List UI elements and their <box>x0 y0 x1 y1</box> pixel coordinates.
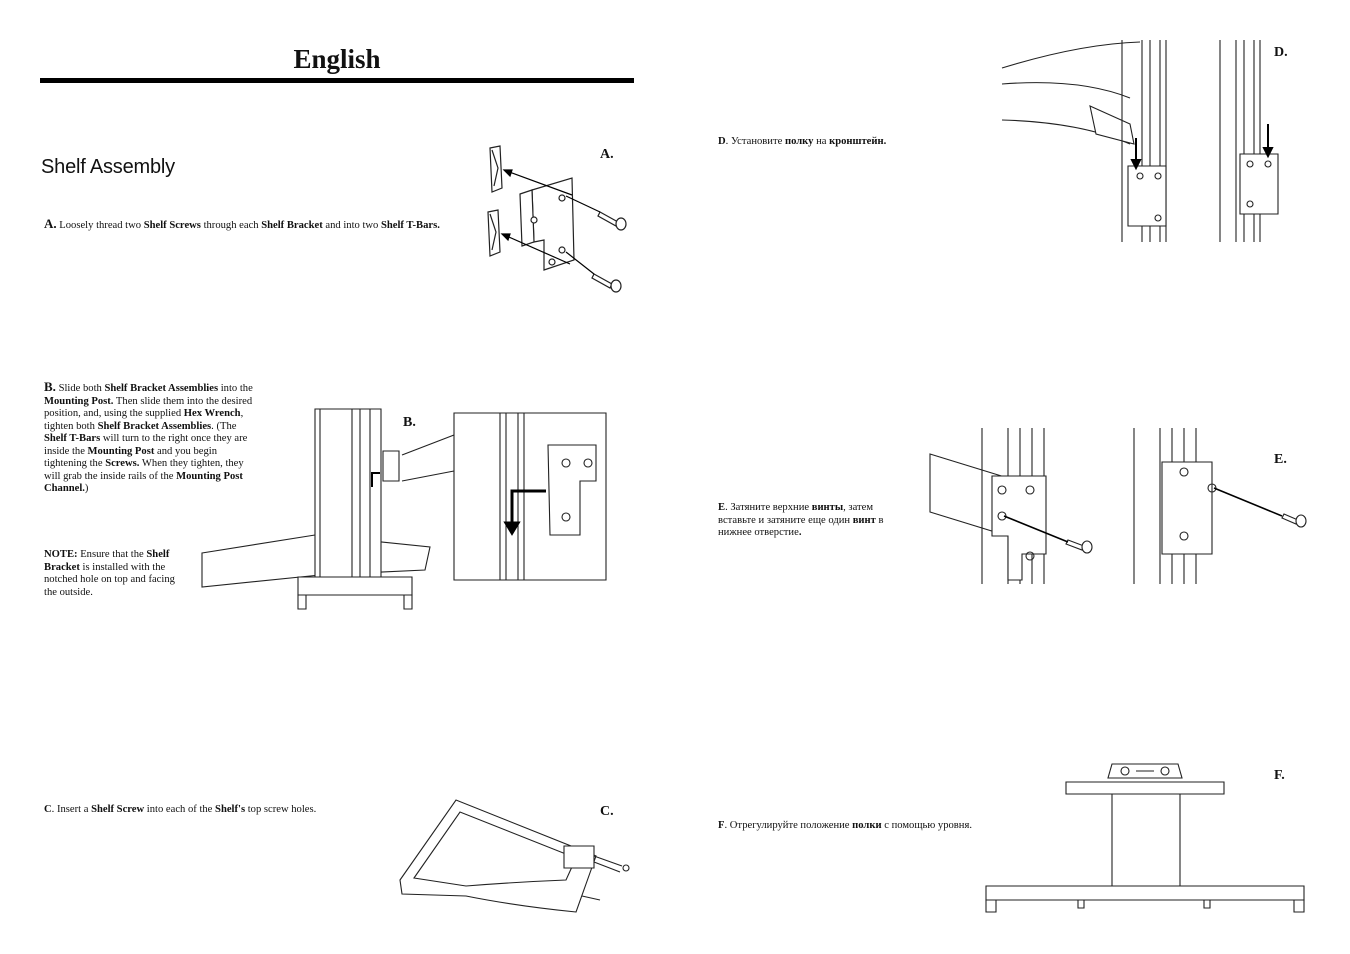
figure-e-label: E. <box>1274 452 1287 467</box>
figure-c-label: C. <box>600 804 614 819</box>
figure-f-label: F. <box>1274 768 1285 783</box>
figure-a-illustration <box>482 140 642 300</box>
step-f-letter: F <box>718 820 725 831</box>
figure-b-illustration <box>200 405 610 615</box>
figure-f-illustration <box>982 760 1308 916</box>
figure-d-illustration <box>1000 38 1272 244</box>
note-text: NOTE: Ensure that the Shelf Bracket is i… <box>44 549 175 598</box>
step-a-letter: A. <box>44 216 57 231</box>
figure-e-illustration <box>928 426 1318 586</box>
step-a-text: A. Loosely thread two Shelf Screws throu… <box>44 216 440 231</box>
step-c-letter: C <box>44 804 52 815</box>
step-f-text: F. Отрегулируйте положение полки с помощ… <box>718 820 972 831</box>
step-b-letter: B. <box>44 379 56 394</box>
figure-d-label: D. <box>1274 45 1288 60</box>
title-divider <box>40 78 634 83</box>
step-d-letter: D <box>718 136 726 147</box>
step-e-letter: E <box>718 502 726 513</box>
step-d-text: D. Установите полку на кронштейн. <box>718 136 887 147</box>
figure-b-label: B. <box>403 415 416 430</box>
figure-c-illustration <box>396 796 636 918</box>
page-title: English <box>293 44 381 74</box>
figure-a-label: A. <box>600 147 614 162</box>
step-e-text: E. Затяните верхние винты, затем вставьт… <box>718 502 884 538</box>
step-c-text: C. Insert a Shelf Screw into each of the… <box>44 804 317 815</box>
section-heading: Shelf Assembly <box>41 156 175 178</box>
step-b-text: B. Slide both Shelf Bracket Assemblies i… <box>44 379 253 494</box>
